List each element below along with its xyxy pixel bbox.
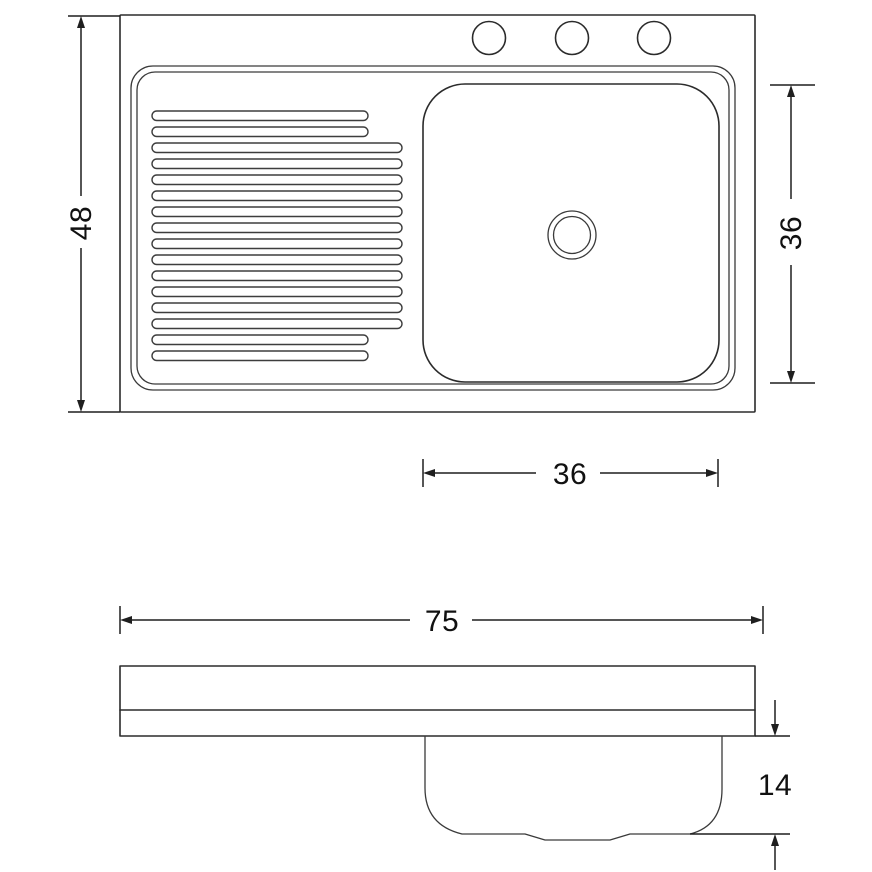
recess-inner-outline (136, 71, 730, 385)
drainboard-groove (151, 286, 403, 298)
faucet-hole-right (636, 20, 672, 56)
drainboard-groove (151, 158, 403, 170)
faucet-hole-left (471, 20, 507, 56)
drainboard-groove (151, 126, 369, 138)
arrow-75-left (120, 616, 132, 624)
elevation-view-group (119, 665, 790, 841)
drainboard-groove (151, 238, 403, 250)
dim-label-75: 75 (425, 605, 459, 638)
drainboard-groove (151, 190, 403, 202)
drain-outer-ring (547, 210, 597, 260)
arrow-36h-left (423, 469, 435, 477)
arrow-75-right (751, 616, 763, 624)
sink-deck-outline (119, 14, 756, 413)
dimension-overall-width-75: 75 (119, 605, 764, 638)
drainboard-groove (151, 110, 369, 122)
arrow-48-top (77, 16, 85, 28)
dim-label-36-vertical: 36 (775, 216, 808, 250)
drain-inner-ring (552, 215, 592, 255)
dimension-bowl-width-36: 36 (422, 458, 719, 491)
drainboard-groove (151, 206, 403, 218)
elevation-deck-slab (119, 665, 756, 737)
drainboard-groove (151, 350, 369, 362)
arrow-36v-bottom (787, 371, 795, 383)
arrow-14-bottom (771, 834, 779, 846)
elevation-bowl-profile (424, 735, 723, 841)
drainboard-groove (151, 222, 403, 234)
top-view-group (119, 14, 756, 413)
drainboard-groove (151, 142, 403, 154)
arrow-48-bottom (77, 400, 85, 412)
dimension-bowl-height-14: 14 (758, 700, 792, 870)
recess-outer-outline (130, 65, 736, 391)
drainboard-groove (151, 270, 403, 282)
drainboard-groove (151, 302, 403, 314)
drainboard-groove (151, 174, 403, 186)
arrow-36v-top (787, 85, 795, 97)
arrow-36h-right (706, 469, 718, 477)
drainboard-groove (151, 254, 403, 266)
arrow-14-top (771, 724, 779, 736)
dimension-bowl-depth-36: 36 (770, 84, 815, 384)
drainboard-groove (151, 334, 369, 346)
faucet-hole-center (554, 20, 590, 56)
dimension-depth-48: 48 (65, 15, 120, 413)
drainboard-groove (151, 318, 403, 330)
dim-label-36-horizontal: 36 (553, 458, 587, 491)
dim-label-14: 14 (758, 769, 792, 802)
sink-bowl-outline (422, 83, 720, 383)
drainboard-grooves (151, 110, 403, 362)
dim-label-48: 48 (65, 206, 98, 240)
